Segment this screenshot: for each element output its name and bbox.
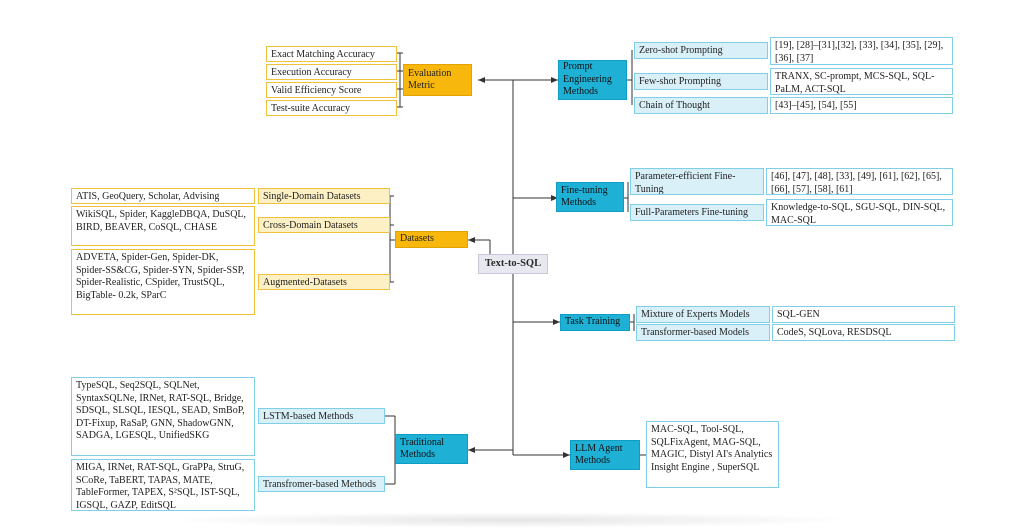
zero-shot-leaf: [19], [28]–[31],[32], [33], [34], [35], … [770, 37, 953, 65]
llm-agent-leaf: MAC-SQL, Tool-SQL, SQLFixAgent, MAG-SQL,… [646, 421, 779, 488]
llm-agent-label: LLM Agent Methods [575, 442, 623, 467]
datasets-label: Datasets [400, 233, 434, 245]
single-domain-datasets: Single-Domain Datasets [258, 188, 390, 204]
llm-agent-node: LLM Agent Methods [570, 440, 640, 470]
bottom-shadow [160, 512, 860, 528]
chain-of-thought-leaf: [43]–[45], [54], [55] [770, 97, 953, 114]
eval-item-0: Exact Matching Accuracy [266, 46, 397, 62]
full-parameters-leaf: Knowledge-to-SQL, SGU-SQL, DIN-SQL, MAC-… [766, 199, 953, 226]
cross-domain-datasets: Cross-Domain Datasets [258, 217, 390, 233]
full-parameters-fine-tuning: Full-Parameters Fine-tuning [630, 204, 764, 221]
augmented-datasets: Augmented-Datasets [258, 274, 390, 290]
transformer-based-models: Transformer-based Models [636, 324, 770, 341]
evaluation-metric-node: Evaluation Metric [403, 64, 472, 96]
transformer-leaf: MIGA, IRNet, RAT-SQL, GraPPa, StruG, SCo… [71, 459, 255, 511]
prompt-engineering-node: Prompt Engineering Methods [558, 60, 627, 100]
fine-tuning-label: Fine-tuning Methods [561, 184, 608, 209]
fine-tuning-node: Fine-tuning Methods [556, 182, 624, 212]
parameter-efficient-leaf: [46], [47], [48], [33], [49], [61], [62]… [766, 168, 953, 195]
prompt-engineering-label: Prompt Engineering Methods [563, 61, 612, 98]
augmented-leaf: ADVETA, Spider-Gen, Spider-DK, Spider-SS… [71, 249, 255, 315]
transformer-based-methods: Transfromer-based Methods [258, 476, 385, 492]
chain-of-thought: Chain of Thought [634, 97, 768, 114]
datasets-node: Datasets [395, 231, 468, 248]
mixture-of-experts-models: Mixture of Experts Models [636, 306, 770, 323]
eval-item-3: Test-suite Accuracy [266, 100, 397, 116]
single-domain-leaf: ATIS, GeoQuery, Scholar, Advising [71, 188, 255, 204]
traditional-methods-node: Traditional Methods [395, 434, 468, 464]
transformer-based-models-leaf: CodeS, SQLova, RESDSQL [772, 324, 955, 341]
traditional-methods-label: Traditional Methods [400, 436, 445, 461]
zero-shot-prompting: Zero-shot Prompting [634, 42, 768, 59]
cross-domain-leaf: WikiSQL, Spider, KaggleDBQA, DuSQL, BIRD… [71, 206, 255, 246]
task-training-node: Task Training [560, 314, 630, 331]
few-shot-prompting: Few-shot Prompting [634, 73, 768, 90]
task-training-label: Task Training [565, 316, 621, 328]
mixture-of-experts-leaf: SQL-GEN [772, 306, 955, 323]
eval-item-1: Execution Accuracy [266, 64, 397, 80]
lstm-leaf: TypeSQL, Seq2SQL, SQLNet, SyntaxSQLNe, I… [71, 377, 255, 456]
root-node: Text-to-SQL [478, 254, 548, 274]
parameter-efficient-fine-tuning: Parameter-efficient Fine-Tuning [630, 168, 764, 195]
lstm-based-methods: LSTM-based Methods [258, 408, 385, 424]
few-shot-leaf: TRANX, SC-prompt, MCS-SQL, SQL-PaLM, ACT… [770, 68, 953, 95]
evaluation-metric-label: Evaluation Metric [408, 67, 452, 92]
eval-item-2: Valid Efficiency Score [266, 82, 397, 98]
